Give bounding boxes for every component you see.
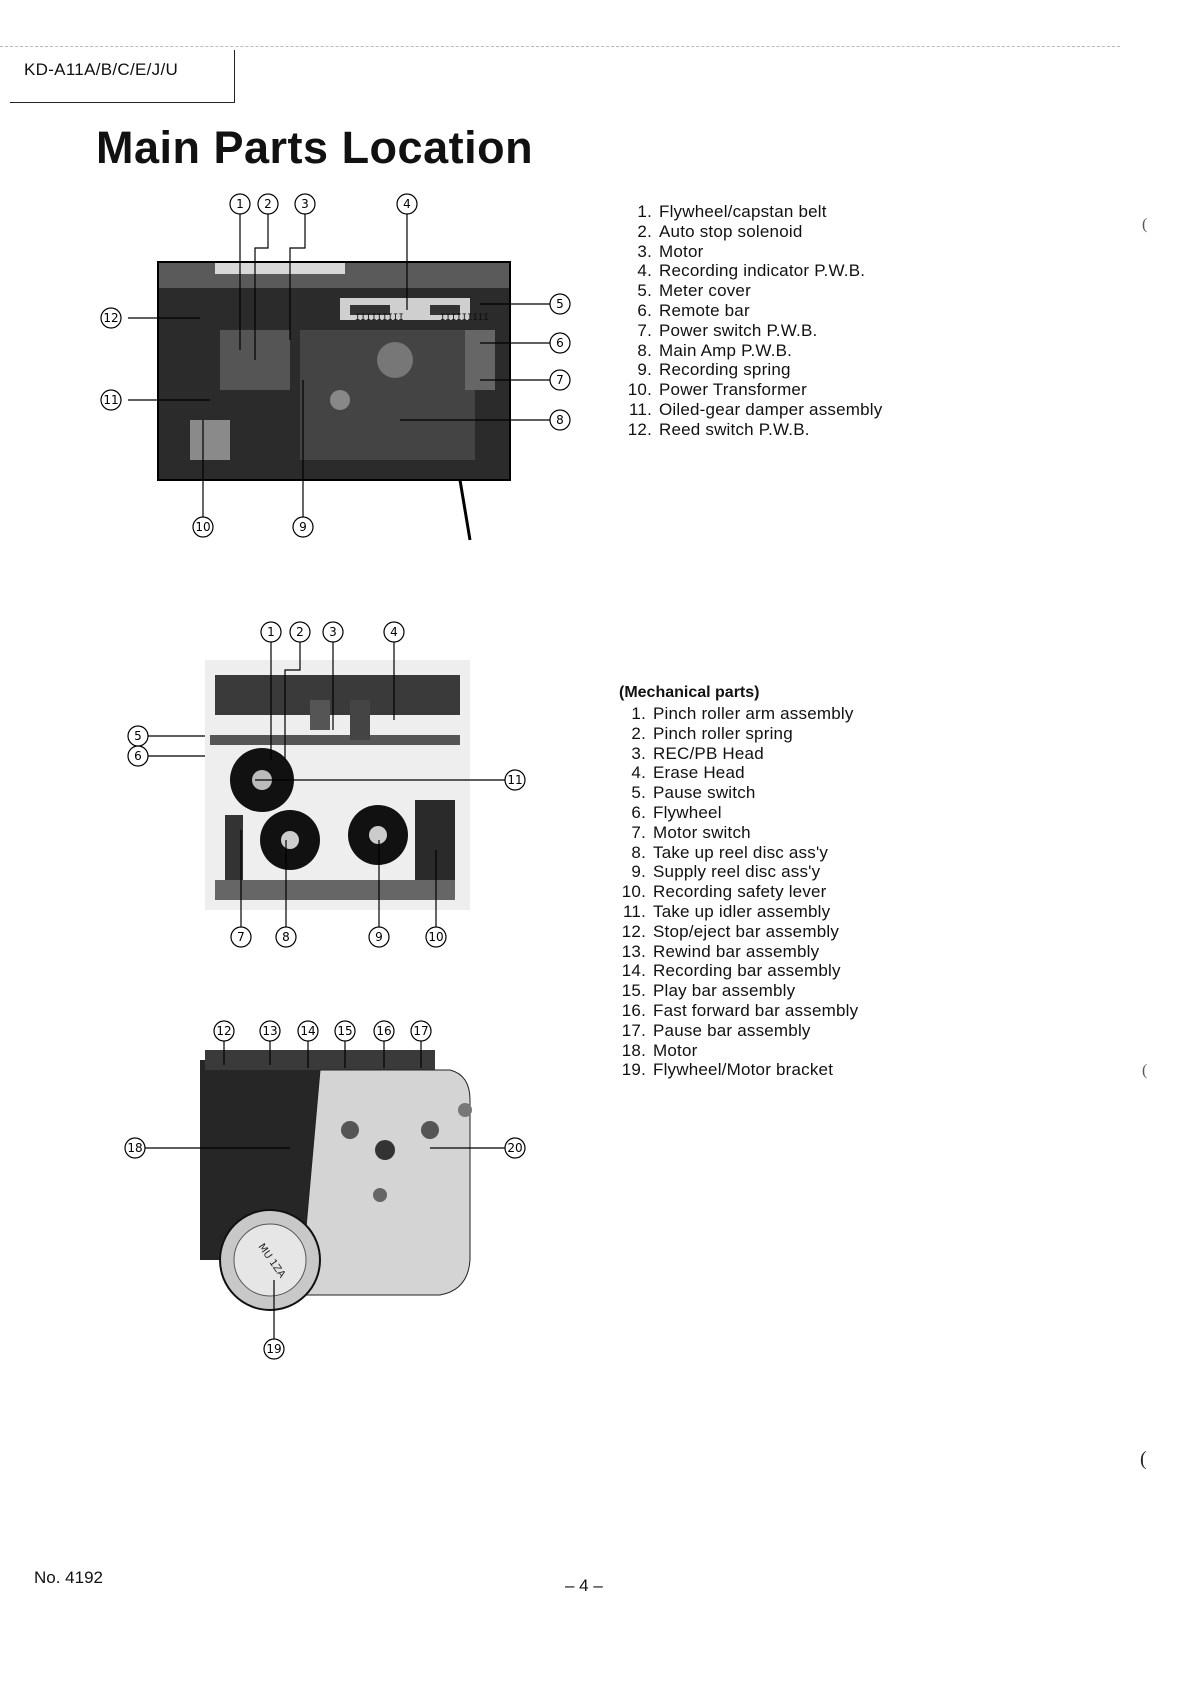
- mechanism-callouts: [127, 621, 526, 948]
- callout-1: 1: [236, 197, 244, 211]
- callout-2: 2: [264, 197, 272, 211]
- list-item: 9.Supply reel disc ass'y: [631, 862, 821, 882]
- side-callout-18: 18: [127, 1141, 142, 1155]
- list-item: 10.Power Transformer: [627, 380, 807, 400]
- mech-callout-3: 3: [329, 625, 337, 639]
- list-item: 5.Meter cover: [637, 281, 751, 301]
- mech-callout-2: 2: [296, 625, 304, 639]
- list-item: 2.Pinch roller spring: [631, 723, 793, 743]
- list-item: 14.Recording bar assembly: [621, 961, 841, 981]
- document-number: No. 4192: [34, 1568, 103, 1587]
- top-view-callouts: [100, 193, 571, 538]
- mech-callout-4: 4: [390, 625, 398, 639]
- side-view-callouts: [124, 1020, 526, 1360]
- list-item: 7.Motor switch: [631, 822, 751, 842]
- list-item: 6.Remote bar: [637, 300, 750, 320]
- list-item: 3.Motor: [637, 241, 704, 261]
- callout-11: 11: [103, 393, 118, 407]
- svg-text:IIIIIIIII: IIIIIIIII: [440, 313, 489, 323]
- callout-12: 12: [103, 311, 118, 325]
- mechanism-side-photo: MU 1ZA: [200, 1050, 472, 1311]
- mechanism-photo: [205, 660, 470, 910]
- svg-text:IIIIIIIII: IIIIIIIII: [355, 313, 404, 323]
- list-item: 1.Flywheel/capstan belt: [637, 202, 827, 221]
- list-item: 5.Pause switch: [631, 783, 756, 803]
- callout-10: 10: [195, 520, 210, 534]
- list-item: 18.Motor: [621, 1040, 698, 1060]
- list-item: 13.Rewind bar assembly: [621, 941, 820, 961]
- callout-6: 6: [556, 336, 564, 350]
- parts-list: 1.Flywheel/capstan belt 2.Auto stop sole…: [624, 202, 883, 440]
- list-item: 16.Fast forward bar assembly: [621, 1000, 859, 1020]
- mech-callout-1: 1: [267, 625, 275, 639]
- side-callout-16: 16: [376, 1024, 391, 1038]
- list-item: 19.Flywheel/Motor bracket: [621, 1060, 834, 1080]
- list-item: 9.Recording spring: [637, 360, 791, 380]
- mechanism-leader-lines: [148, 642, 505, 927]
- list-item: 10.Recording safety lever: [621, 882, 827, 902]
- callout-4: 4: [403, 197, 411, 211]
- mech-callout-6: 6: [134, 749, 142, 763]
- scan-mark: (: [1140, 1448, 1147, 1470]
- list-item: 2.Auto stop solenoid: [637, 221, 803, 241]
- mechanical-parts-list: 1.Pinch roller arm assembly 2.Pinch roll…: [618, 704, 858, 1080]
- side-callout-12: 12: [216, 1024, 231, 1038]
- callout-9: 9: [299, 520, 307, 534]
- list-item: 3.REC/PB Head: [631, 743, 764, 763]
- list-item: 11.Take up idler assembly: [623, 901, 831, 921]
- list-item: 12.Stop/eject bar assembly: [621, 921, 840, 941]
- top-view-leader-lines: [128, 214, 550, 517]
- list-item: 8.Main Amp P.W.B.: [637, 340, 793, 360]
- list-item: 17.Pause bar assembly: [621, 1020, 811, 1040]
- list-item: 12.Reed switch P.W.B.: [627, 419, 810, 439]
- mech-callout-8: 8: [282, 930, 290, 944]
- side-callout-20: 20: [507, 1141, 522, 1155]
- mech-callout-11: 11: [507, 773, 522, 787]
- callout-7: 7: [556, 373, 564, 387]
- scan-mark: (: [1142, 216, 1148, 233]
- list-item: 1.Pinch roller arm assembly: [631, 704, 854, 723]
- callout-8: 8: [556, 413, 564, 427]
- side-callout-15: 15: [337, 1024, 352, 1038]
- side-view-leader-lines: [145, 1041, 505, 1339]
- list-item: 15.Play bar assembly: [621, 981, 796, 1001]
- model-box: [10, 50, 235, 103]
- mech-callout-9: 9: [375, 930, 383, 944]
- side-callout-17: 17: [413, 1024, 428, 1038]
- side-callout-13: 13: [262, 1024, 277, 1038]
- mech-callout-7: 7: [237, 930, 245, 944]
- callout-3: 3: [301, 197, 309, 211]
- scan-mark: (: [1142, 1062, 1148, 1079]
- side-callout-14: 14: [300, 1024, 315, 1038]
- list-item: 4.Recording indicator P.W.B.: [637, 261, 866, 281]
- mechanical-heading: (Mechanical parts): [619, 684, 760, 701]
- model-number: KD-A11A/B/C/E/J/U: [24, 60, 179, 79]
- list-item: 4.Erase Head: [631, 763, 745, 783]
- side-callout-19: 19: [266, 1342, 281, 1356]
- list-item: 6.Flywheel: [631, 802, 722, 822]
- top-rule: [0, 46, 1120, 47]
- list-item: 8.Take up reel disc ass'y: [631, 842, 829, 862]
- callout-5: 5: [556, 297, 564, 311]
- top-view-photo: IIIIIIIII IIIIIIIII: [157, 261, 511, 541]
- list-item: 7.Power switch P.W.B.: [637, 320, 818, 340]
- mech-callout-5: 5: [134, 729, 142, 743]
- page-number: – 4 –: [565, 1576, 603, 1595]
- list-item: 11.Oiled-gear damper assembly: [629, 399, 883, 419]
- page-title: Main Parts Location: [96, 122, 534, 173]
- mech-callout-10: 10: [428, 930, 443, 944]
